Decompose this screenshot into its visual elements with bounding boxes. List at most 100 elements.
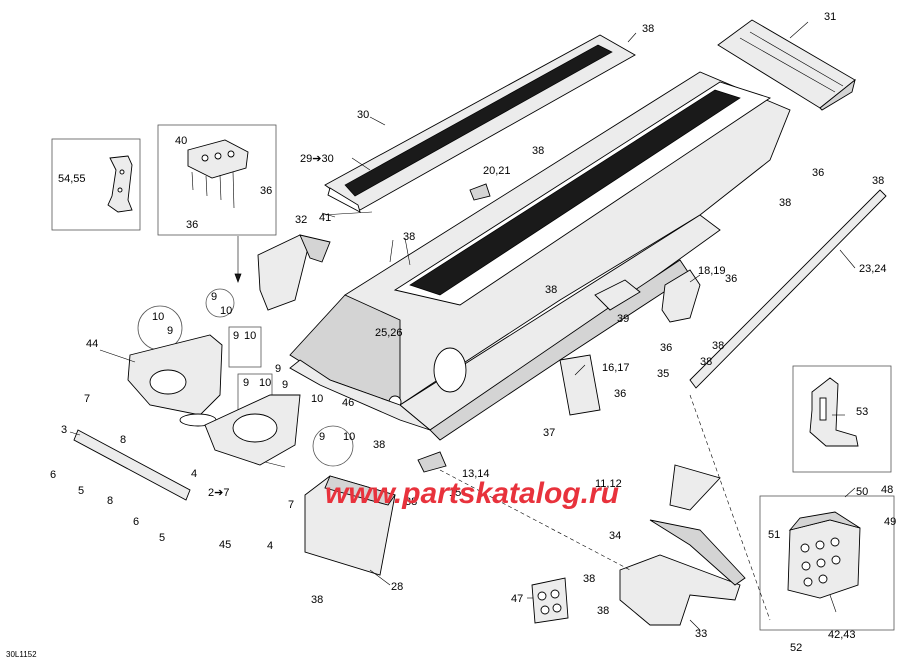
label-38-l: 38	[597, 605, 609, 617]
inset-box-bracket-54-55	[51, 138, 141, 231]
label-49: 49	[884, 516, 896, 528]
circle-callout-9-10-a	[205, 288, 235, 318]
label-6-a: 6	[50, 469, 56, 481]
dashed-line-a	[689, 394, 771, 621]
inset-box-bracket-53	[792, 365, 892, 473]
label-47: 47	[511, 593, 523, 605]
label-44: 44	[86, 338, 98, 350]
label-2-7: 2➔7	[208, 487, 229, 499]
label-30: 30	[357, 109, 369, 121]
label-38-m: 38	[311, 594, 323, 606]
label-38-d: 38	[872, 175, 884, 187]
drawing-code: 30L1152	[6, 650, 37, 659]
label-10-b: 10	[152, 311, 164, 323]
label-6-b: 6	[133, 516, 139, 528]
label-7-b: 7	[288, 499, 294, 511]
label-23-24: 23,24	[859, 263, 887, 275]
label-46: 46	[342, 397, 354, 409]
label-36-c: 36	[186, 219, 198, 231]
label-36-a: 36	[812, 167, 824, 179]
label-28: 28	[391, 581, 403, 593]
front-bracket-44	[127, 334, 223, 427]
dashed-line-b	[439, 469, 631, 571]
label-36-e: 36	[660, 342, 672, 354]
rear-bracket-33	[619, 464, 746, 626]
label-7-a: 7	[84, 393, 90, 405]
label-9-a: 9	[211, 291, 217, 303]
watermark: www.partskatalog.ru	[325, 477, 619, 510]
label-15: 15	[449, 487, 461, 499]
label-33: 33	[695, 628, 707, 640]
label-5-a: 5	[78, 485, 84, 497]
label-38-f: 38	[545, 284, 557, 296]
label-32: 32	[295, 214, 307, 226]
label-18-19: 18,19	[698, 265, 726, 277]
circle-callout-9-10-c	[312, 425, 354, 467]
rear-flap-31	[717, 19, 856, 111]
label-38-j: 38	[405, 496, 417, 508]
label-38-i: 38	[373, 439, 385, 451]
label-10-a: 10	[220, 305, 232, 317]
bracket-39	[594, 279, 641, 311]
label-8-b: 8	[107, 495, 113, 507]
label-9-f: 9	[282, 379, 288, 391]
label-50: 50	[856, 486, 868, 498]
label-11-12: 11,12	[595, 478, 622, 490]
label-40: 40	[175, 135, 187, 147]
plate-13-14	[417, 451, 447, 473]
leader-lines	[69, 21, 856, 631]
label-9-c: 9	[233, 330, 239, 342]
label-3: 3	[61, 424, 67, 436]
label-29-30: 29➔30	[300, 153, 334, 165]
label-4-a: 4	[191, 468, 197, 480]
label-10-f: 10	[311, 393, 323, 405]
label-38-e: 38	[403, 231, 415, 243]
label-51: 51	[768, 529, 780, 541]
plate-47	[531, 577, 569, 624]
label-38-c: 38	[779, 197, 791, 209]
inset-box-cover-42-43	[759, 495, 895, 631]
label-34: 34	[609, 530, 621, 542]
front-bracket-45	[204, 394, 301, 466]
bracket-18-19	[661, 269, 701, 323]
label-10-e-top: 10	[259, 377, 271, 389]
arrow-head-40	[234, 273, 242, 283]
label-10-g: 10	[343, 431, 355, 443]
label-36-f: 36	[614, 388, 626, 400]
label-20-21: 20,21	[483, 165, 511, 177]
label-38-k: 38	[583, 573, 595, 585]
label-45: 45	[219, 539, 231, 551]
label-4-b: 4	[267, 540, 273, 552]
label-36-d: 36	[725, 273, 737, 285]
label-9-e: 9	[243, 377, 249, 389]
label-52: 52	[790, 642, 802, 654]
label-36-b: 36	[260, 185, 272, 197]
label-38-h: 38	[700, 356, 712, 368]
bracket-16-17	[559, 354, 601, 416]
label-31: 31	[824, 11, 836, 23]
label-9-g: 9	[319, 431, 325, 443]
heat-exchanger-28	[304, 475, 396, 576]
label-5-b: 5	[159, 532, 165, 544]
tunnel-assembly	[289, 71, 791, 441]
label-41: 41	[319, 212, 331, 224]
side-rail-23-24	[689, 189, 887, 389]
bar-3	[73, 429, 191, 501]
label-37: 37	[543, 427, 555, 439]
label-38-a: 38	[642, 23, 654, 35]
label-42-43: 42,43	[828, 629, 856, 641]
running-board-30	[321, 34, 636, 216]
label-54-55: 54,55	[58, 173, 86, 185]
label-9-b: 9	[167, 325, 173, 337]
label-13-14: 13,14	[462, 468, 490, 480]
bracket-32	[257, 234, 331, 311]
label-38-b: 38	[532, 145, 544, 157]
label-39: 39	[617, 313, 629, 325]
label-25-26: 25,26	[375, 327, 403, 339]
inset-box-bracket-40	[157, 124, 277, 236]
label-35: 35	[657, 368, 669, 380]
label-48: 48	[881, 484, 893, 496]
part-labels: 31 38 30 29➔30 41 38 20,21 36 38 38 23,2…	[50, 11, 896, 654]
label-53: 53	[856, 406, 868, 418]
